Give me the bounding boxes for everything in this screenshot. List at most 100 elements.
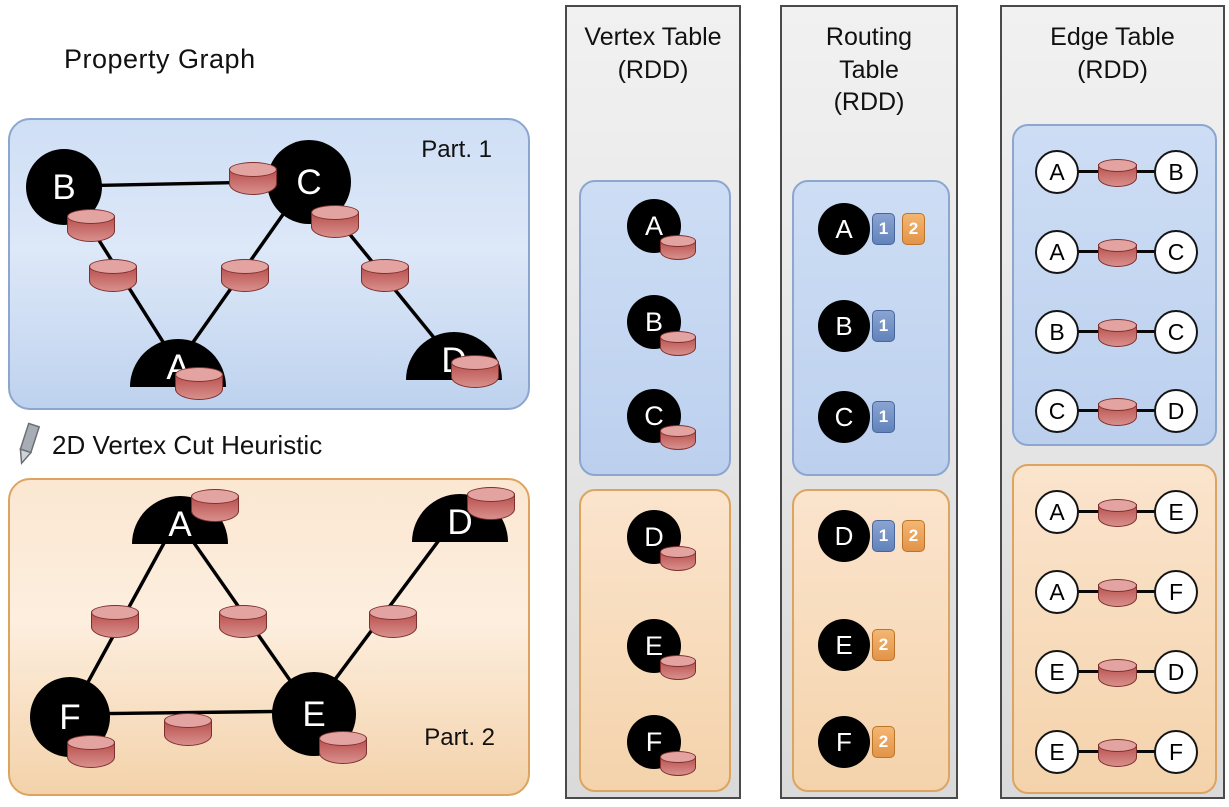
edge-properties-cylinder <box>229 162 277 195</box>
vertex-label: F <box>1168 738 1184 765</box>
edge-src-circle: A <box>1035 570 1079 614</box>
partition-badge-1: 1 <box>872 401 895 433</box>
edge-dst-circle: F <box>1154 730 1198 774</box>
edge-src-circle: A <box>1035 230 1079 274</box>
edge-src-circle: B <box>1035 310 1079 354</box>
edge-dst-circle: F <box>1154 570 1198 614</box>
vertex-E-label: E <box>302 694 326 734</box>
edge-src-circle: E <box>1035 650 1079 694</box>
vertex-properties-cylinder <box>67 209 115 242</box>
routing-entry-E: E 2 <box>818 619 938 675</box>
edge-row-A-B: A B <box>1014 149 1215 195</box>
edge-properties-cylinder <box>89 259 137 292</box>
edge-properties-cylinder <box>1098 239 1137 267</box>
edge-properties-cylinder <box>1098 398 1137 426</box>
vertex-label: A <box>1049 158 1065 185</box>
vertex-table-entry-B: B <box>627 295 717 375</box>
vertex-C-label: C <box>296 162 322 202</box>
edge-table-partition-1: A B A C B C C D <box>1012 124 1217 446</box>
routing-table-partition-1: A 1 2 B 1 C 1 <box>792 180 950 476</box>
vertex-table-partition-1: A B C <box>579 180 731 476</box>
partition-badge-1: 1 <box>872 213 895 245</box>
vertex-circle: C <box>627 389 681 443</box>
edge-row-C-D: C D <box>1014 388 1215 434</box>
vertex-label: A <box>1049 498 1065 525</box>
vertex-circle: E <box>627 619 681 673</box>
vertex-table-title-line2: (RDD) <box>617 55 689 84</box>
vertex-A-label: A <box>168 505 192 544</box>
vertex-properties-cylinder <box>660 751 696 776</box>
partition-badge-2: 2 <box>872 629 895 661</box>
vertex-properties-cylinder <box>191 489 239 522</box>
edge-row-A-C: A C <box>1014 229 1215 275</box>
edge-properties-cylinder <box>219 605 267 638</box>
edge-src-circle: A <box>1035 150 1079 194</box>
partition-2-box: Part. 2 A D F E <box>8 478 530 796</box>
cut-heuristic-label: 2D Vertex Cut Heuristic <box>52 429 323 460</box>
vertex-label: D <box>834 520 854 551</box>
vertex-label: E <box>1049 738 1065 765</box>
routing-table-title: Routing Table (RDD) <box>782 21 956 119</box>
vertex-table-entry-E: E <box>627 619 717 699</box>
vertex-table-entry-D: D <box>627 510 717 590</box>
vertex-circle: B <box>818 300 870 352</box>
vertex-B-label: B <box>52 167 76 207</box>
edge-row-B-C: B C <box>1014 309 1215 355</box>
edge-row-E-F: E F <box>1014 729 1215 775</box>
vertex-label: D <box>1167 397 1185 424</box>
vertex-properties-cylinder <box>660 235 696 260</box>
pencil-icon <box>19 422 41 466</box>
routing-entry-D: D 1 2 <box>818 510 938 566</box>
vertex-properties-cylinder <box>660 655 696 680</box>
vertex-circle: E <box>818 619 870 671</box>
vertex-circle: C <box>818 391 870 443</box>
edge-dst-circle: C <box>1154 230 1198 274</box>
edge-table-column: Edge Table (RDD) A B A C B C <box>1000 5 1225 799</box>
edge-dst-circle: E <box>1154 490 1198 534</box>
vertex-label: E <box>644 630 663 661</box>
vertex-label: F <box>1168 578 1184 605</box>
edge-properties-cylinder <box>1098 659 1137 687</box>
vertex-properties-cylinder <box>660 425 696 450</box>
vertex-properties-cylinder <box>451 355 499 388</box>
vertex-label: A <box>644 210 663 241</box>
edge-properties-cylinder <box>221 259 269 292</box>
edge-table-title: Edge Table (RDD) <box>1002 21 1223 86</box>
vertex-label: A <box>835 213 853 244</box>
routing-entry-B: B 1 <box>818 300 938 356</box>
partition-1-label: Part. 1 <box>421 136 492 163</box>
vertex-label: F <box>836 726 852 757</box>
vertex-label: C <box>1048 397 1066 424</box>
vertex-label: C <box>834 401 854 432</box>
vertex-table-entry-C: C <box>627 389 717 469</box>
edge-properties-cylinder <box>1098 579 1137 607</box>
edge-properties-cylinder <box>1098 499 1137 527</box>
edge-src-circle: A <box>1035 490 1079 534</box>
vertex-circle: D <box>818 510 870 562</box>
routing-entry-C: C 1 <box>818 391 938 447</box>
edge-properties-cylinder <box>1098 739 1137 767</box>
vertex-label: F <box>645 726 663 757</box>
partition-1-box: Part. 1 B C A D <box>8 118 530 410</box>
routing-table-title-line3: (RDD) <box>833 88 905 116</box>
vertex-label: C <box>1167 238 1185 265</box>
partition-badge-1: 1 <box>872 310 895 342</box>
vertex-properties-cylinder <box>175 367 223 400</box>
edge-src-circle: E <box>1035 730 1079 774</box>
vertex-table-title-line1: Vertex Table <box>584 23 722 51</box>
vertex-label: B <box>644 306 663 337</box>
vertex-table-entry-A: A <box>627 199 717 279</box>
routing-entry-F: F 2 <box>818 716 938 772</box>
vertex-table-column: Vertex Table (RDD) A B C D E <box>565 5 741 799</box>
edge-dst-circle: C <box>1154 310 1198 354</box>
partition-badge-2: 2 <box>872 726 895 758</box>
edge-properties-cylinder <box>91 605 139 638</box>
edge-src-circle: C <box>1035 389 1079 433</box>
vertex-label: B <box>1168 158 1184 185</box>
edge-dst-circle: D <box>1154 389 1198 433</box>
vertex-properties-cylinder <box>319 731 367 764</box>
edge-properties-cylinder <box>369 605 417 638</box>
vertex-label: A <box>1049 578 1065 605</box>
vertex-label: D <box>1167 658 1185 685</box>
